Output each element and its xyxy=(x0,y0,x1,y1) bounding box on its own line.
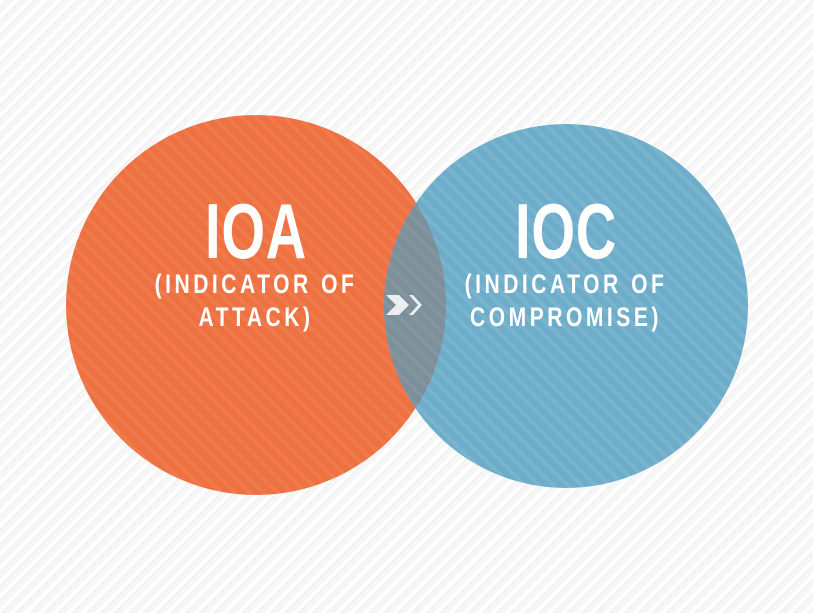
double-chevron-arrow-icon xyxy=(386,295,422,315)
venn-label-ioc-expansion-line2: COMPROMISE) xyxy=(470,301,662,332)
venn-label-ioc: IOC (INDICATOR OF COMPROMISE) xyxy=(406,187,726,334)
venn-label-ioa: IOA (INDICATOR OF ATTACK) xyxy=(96,187,416,334)
venn-label-ioa-expansion-line1: (INDICATOR OF xyxy=(154,268,358,299)
venn-circle-ioc xyxy=(384,124,748,488)
venn-label-ioa-abbr: IOA xyxy=(204,187,307,275)
venn-label-ioc-abbr: IOC xyxy=(514,187,617,275)
venn-label-ioa-expansion-line2: ATTACK) xyxy=(198,301,314,332)
venn-circle-ioa xyxy=(66,115,446,495)
venn-label-ioc-expansion-line1: (INDICATOR OF xyxy=(464,268,668,299)
